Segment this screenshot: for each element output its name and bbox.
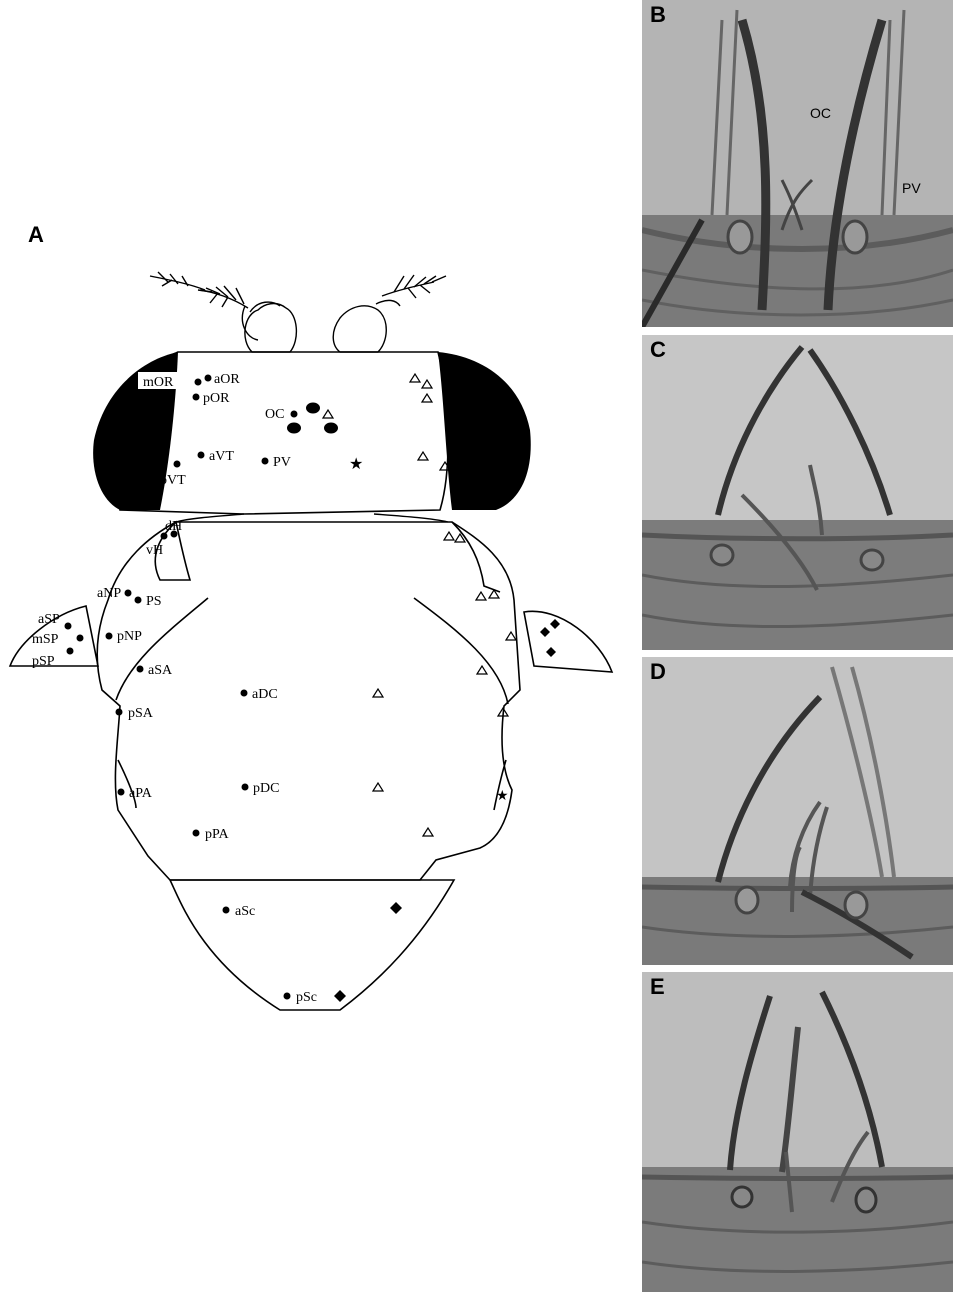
svg-text:★: ★ [496, 788, 509, 804]
micrograph-c [642, 335, 953, 650]
label-asc: aSc [235, 904, 255, 919]
micrograph-d [642, 657, 953, 965]
micrograph-e [642, 972, 953, 1292]
panel-a-diagram: A [0, 0, 640, 1292]
label-pdc: pDC [253, 781, 279, 796]
label-anp: aNP [97, 586, 121, 601]
photo-letter-e: E [650, 974, 665, 1000]
label-oc: OC [265, 407, 284, 422]
eye-right [438, 352, 531, 510]
photo-panel-d: D [642, 657, 953, 965]
label-por: pOR [203, 391, 230, 406]
label-psp: pSP [32, 654, 55, 669]
label-pv: PV [273, 455, 291, 470]
antenna-right [333, 275, 446, 352]
label-aor: aOR [214, 372, 240, 387]
label-psc: pSc [296, 990, 317, 1005]
photo-label-pv: PV [902, 180, 921, 196]
neck [176, 514, 448, 522]
label-vh: vH [146, 543, 163, 558]
label-pvt: pVT [160, 473, 186, 488]
svg-text:★: ★ [349, 454, 363, 473]
antenna-left [150, 272, 296, 352]
photo-letter-c: C [650, 337, 666, 363]
label-ps: PS [146, 594, 162, 609]
label-dh: dH [165, 519, 182, 534]
label-asa: aSA [148, 663, 173, 678]
photo-panel-b: B OC PV [642, 0, 953, 327]
photo-panel-e: E [642, 972, 953, 1292]
label-adc: aDC [252, 687, 278, 702]
diamond-markers [334, 619, 560, 1002]
photo-panel-c: C [642, 335, 953, 650]
micrograph-b [642, 0, 953, 327]
sclerite-right [524, 611, 612, 672]
photo-letter-d: D [650, 659, 666, 685]
label-apa: aPA [129, 786, 153, 801]
photo-label-oc: OC [810, 105, 831, 121]
label-avt: aVT [209, 449, 234, 464]
label-msp: mSP [32, 632, 59, 647]
label-asp: aSP [38, 612, 60, 627]
label-mor: mOR [143, 375, 174, 390]
label-ppa: pPA [205, 827, 230, 842]
label-pnp: pNP [117, 629, 142, 644]
panel-a-letter: A [28, 222, 44, 247]
photo-letter-b: B [650, 2, 666, 28]
label-psa: pSA [128, 706, 154, 721]
